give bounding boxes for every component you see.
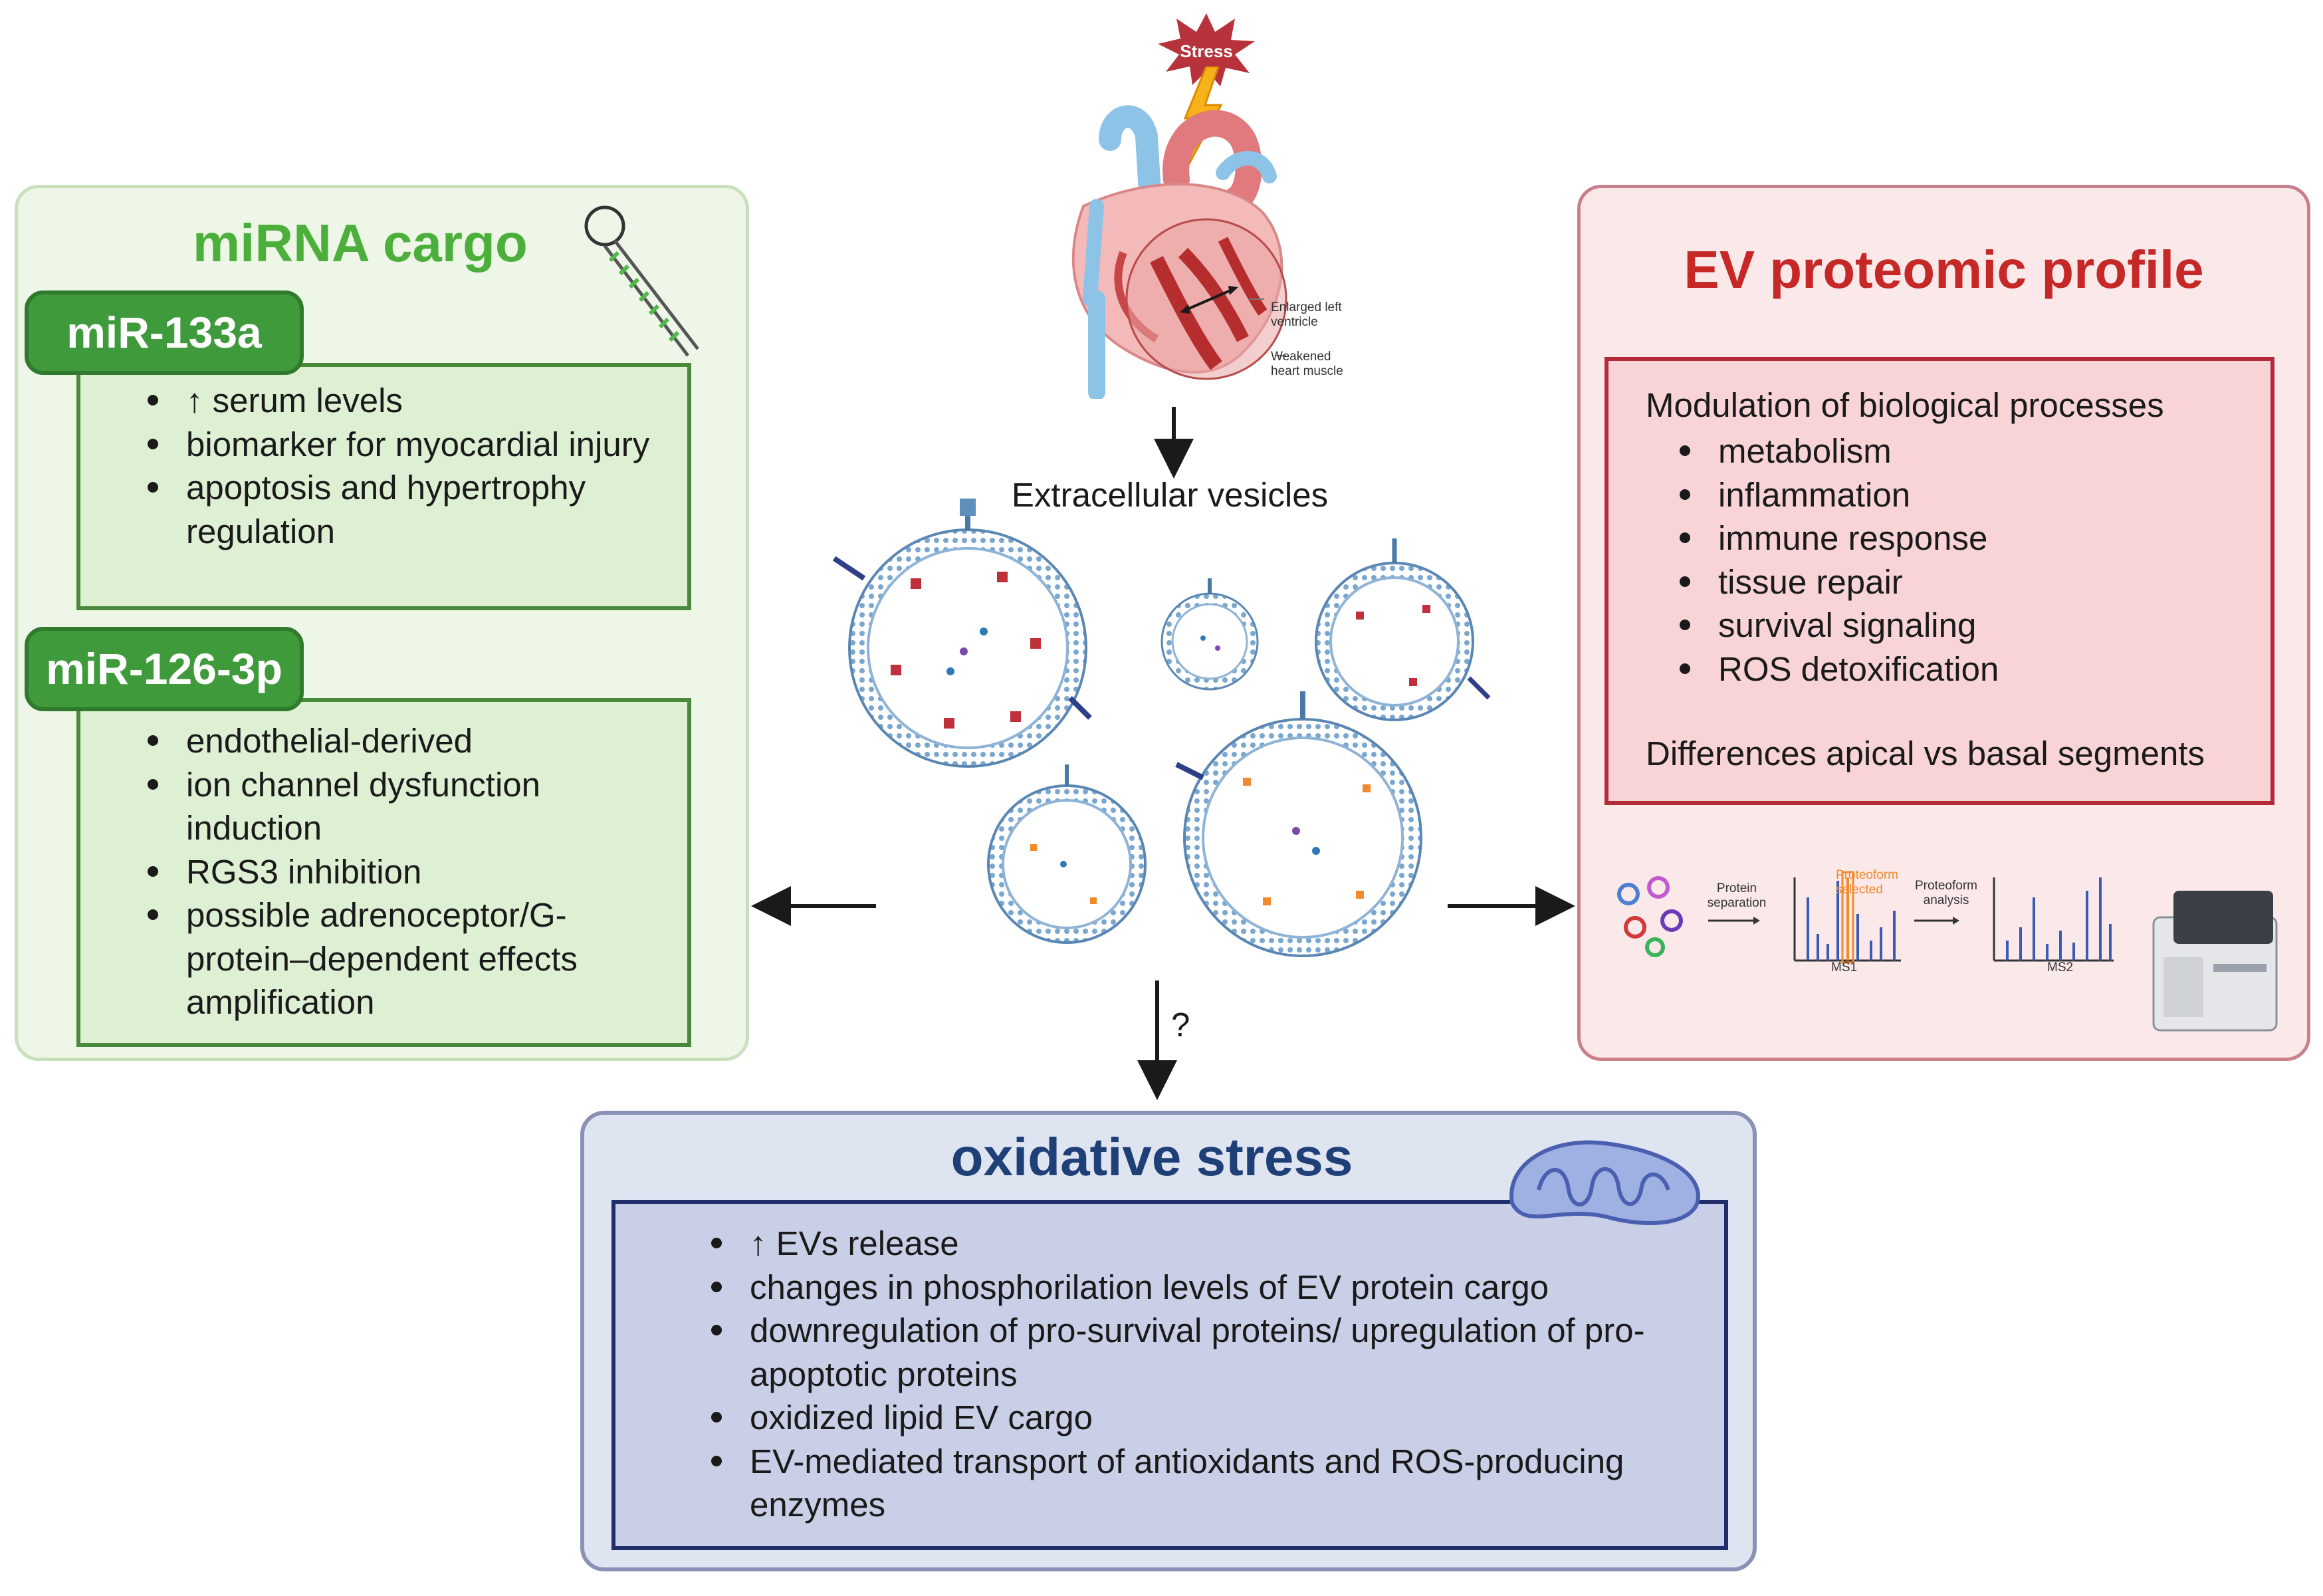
list-item: inflammation [1672,473,2237,517]
label-weakened-muscle: Weakened heart muscle [1271,350,1343,378]
mir133a-title: miR-133a [25,290,304,375]
workflow-ms2-label: MS2 [2047,961,2074,974]
oxidative-panel-title: oxidative stress [950,1127,1353,1187]
vesicle-bottom-left [987,764,1147,944]
list-item: ion channel dysfunction induction [140,763,671,850]
oxidative-inner-box [611,1200,1728,1550]
mir133a-list: ↑ serum levels biomarker for myocardial … [140,379,671,553]
list-item: oxidized lipid EV cargo [703,1396,1680,1440]
vesicles-illustration [832,499,1491,957]
hairpin-rna-icon [584,205,699,357]
vesicle-bottom-right [1175,691,1422,957]
workflow-ms1-label: MS1 [1831,961,1858,974]
list-item: immune response [1672,516,2237,560]
list-item: metabolism [1672,429,2237,473]
list-item: RGS3 inhibition [140,850,671,894]
list-item: ROS detoxification [1672,647,2237,691]
proteomics-workflow [1617,871,2278,1032]
heart-illustration: Enlarged left ventricle Weakened heart m… [1024,100,1369,401]
list-item: downregulation of pro-survival proteins/… [703,1309,1680,1396]
list-item: ↑ serum levels [140,379,671,423]
label-enlarged-ventricle: Enlarged left ventricle [1271,300,1342,329]
protein-mix-icon [1617,876,1683,957]
ev-process-list: metabolism inflammation immune response … [1672,429,2237,691]
stress-badge: Stress [1157,13,1256,86]
mir126-title: miR-126-3p [25,627,304,711]
ev-center-label: Extracellular vesicles [1011,476,1329,514]
list-item: EV-mediated transport of antioxidants an… [703,1440,1680,1527]
mir133a-box [76,363,691,610]
list-item: endothelial-derived [140,719,671,763]
ev-process-box [1604,357,2274,805]
stress-label: Stress [1180,41,1233,61]
heart-icon [1071,105,1287,401]
list-item: biomarker for myocardial injury [140,423,671,467]
mitochondrion-icon [1509,1140,1701,1225]
mass-spectrometer-icon [2152,891,2278,1032]
list-item: survival signaling [1672,604,2237,647]
vesicle-large-left [832,499,1092,768]
list-item: tissue repair [1672,560,2237,604]
vesicle-small [1161,578,1259,691]
workflow-step2-label: Proteoform analysis [1915,879,1977,907]
workflow-selected-label: Proteoform selected [1836,868,1898,897]
list-item: possible adrenoceptor/G-protein–dependen… [140,893,671,1024]
ev-footer: Differences apical vs basal segments [1646,735,2205,772]
ms2-peaks [2006,877,2112,961]
vesicle-top-right [1315,538,1491,721]
mirna-panel-title: miRNA cargo [193,213,528,273]
ev-intro: Modulation of biological processes [1646,386,2164,424]
list-item: ↑ EVs release [703,1222,1680,1266]
workflow-step1-label: Protein separation [1707,881,1767,910]
burst-icon [1158,13,1255,86]
ev-panel-title: EV proteomic profile [1684,240,2204,299]
mir126-box [76,698,691,1047]
question-mark: ? [1171,1006,1190,1044]
oxidative-list: ↑ EVs release changes in phosphorilation… [703,1222,1680,1527]
list-item: apoptosis and hypertrophy regulation [140,466,671,553]
ms1-peaks [1807,881,1896,961]
mir126-list: endothelial-derived ion channel dysfunct… [140,719,671,1024]
list-item: changes in phosphorilation levels of EV … [703,1266,1680,1310]
